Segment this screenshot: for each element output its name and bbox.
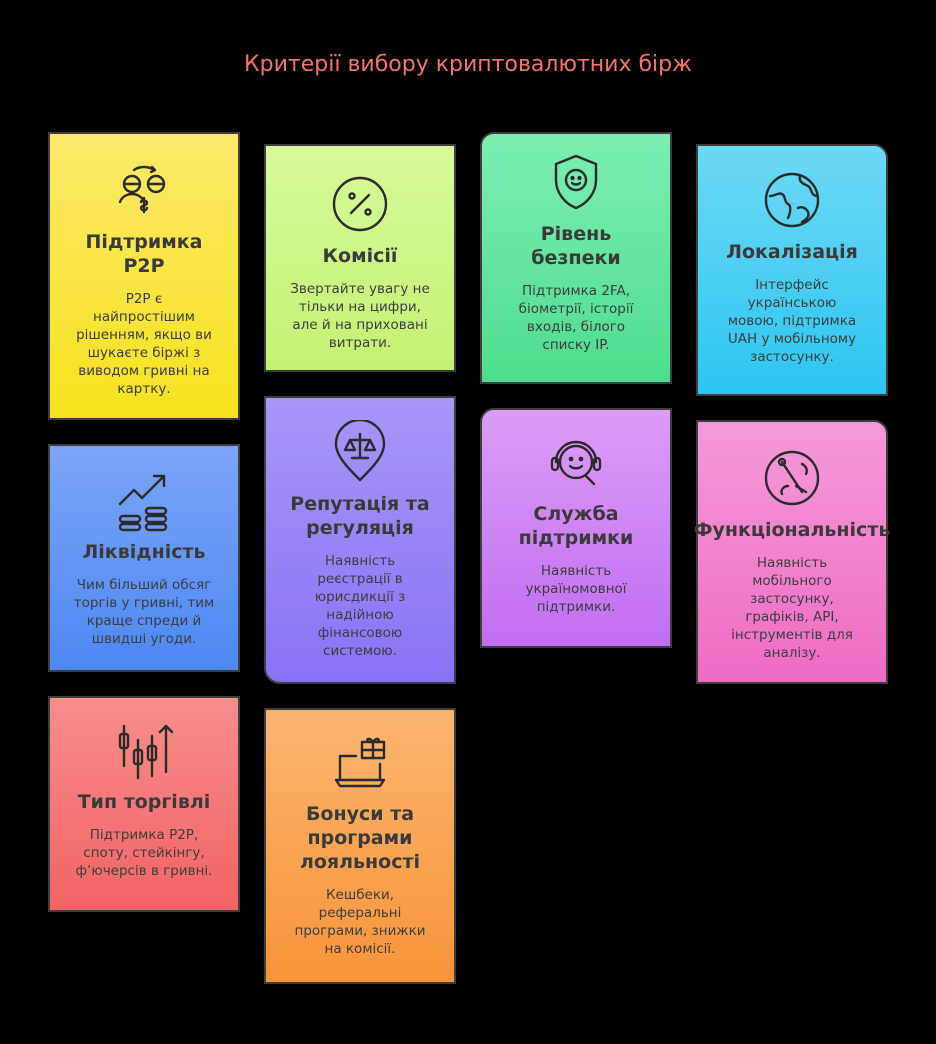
coins-growth-icon: [112, 468, 176, 532]
card-liquidity: Ліквідність Чим більший обсяг торгів у г…: [48, 444, 240, 672]
card-commissions: Комісії Звертайте увагу не тільки на циф…: [264, 144, 456, 372]
percent-icon: [328, 172, 392, 236]
shield-face-icon: [544, 150, 608, 214]
card-description: Звертайте увагу не тільки на цифри, але …: [290, 281, 430, 351]
card-description: Кешбеки, реферальні програми, знижки на …: [294, 887, 426, 957]
p2p-exchange-icon: [112, 158, 176, 222]
laptop-gift-icon: [328, 730, 392, 794]
card-bonuses-loyalty: Бонуси та програми лояльності Кешбеки, р…: [264, 708, 456, 984]
card-heading: Рівень безпеки: [531, 223, 621, 269]
card-heading: Комісії: [322, 245, 398, 267]
card-heading: Бонуси та програми лояльності: [299, 803, 421, 873]
scales-pin-icon: [328, 418, 392, 484]
card-trading-type: Тип торгівлі Підтримка P2P, споту, стейк…: [48, 696, 240, 912]
card-description: Наявність мобільного застосунку, графікі…: [731, 555, 853, 661]
support-headset-icon: [544, 430, 608, 494]
card-heading: Функціональність: [693, 519, 891, 541]
globe-icon: [760, 168, 824, 232]
card-heading: Ліквідність: [82, 541, 206, 563]
card-localization: Локалізація Інтерфейс українською мовою,…: [696, 144, 888, 396]
card-functionality: Функціональність Наявність мобільного за…: [693, 420, 891, 684]
card-description: Наявність україномовної підтримки.: [525, 563, 627, 615]
card-heading: Локалізація: [726, 241, 858, 263]
card-heading: Підтримка P2P: [85, 231, 203, 277]
card-security-level: Рівень безпеки Підтримка 2FA, біометрії,…: [480, 132, 672, 384]
card-description: Підтримка P2P, споту, стейкінгу, ф’ючерс…: [75, 827, 213, 879]
card-heading: Тип торгівлі: [77, 791, 211, 813]
card-reputation-regulation: Репутація та регуляція Наявність реєстра…: [264, 396, 456, 684]
tools-globe-icon: [760, 446, 824, 510]
diagram-title: Критерії вибору криптовалютних бірж: [244, 52, 692, 77]
card-description: Підтримка 2FA, біометрії, історії входів…: [518, 283, 634, 353]
card-description: Інтерфейс українською мовою, підтримка U…: [727, 277, 857, 365]
card-description: Наявність реєстрації в юрисдикції з наді…: [314, 553, 406, 659]
card-support-service: Служба підтримки Наявність україномовної…: [480, 408, 672, 648]
candlestick-icon: [112, 718, 176, 782]
card-p2p-support: Підтримка P2P P2P є найпростішим рішення…: [48, 132, 240, 420]
card-description: P2P є найпростішим рішенням, якщо ви шук…: [76, 291, 212, 397]
card-heading: Репутація та регуляція: [290, 493, 430, 539]
card-description: Чим більший обсяг торгів у гривні, тим к…: [73, 577, 215, 647]
card-heading: Служба підтримки: [518, 503, 634, 549]
